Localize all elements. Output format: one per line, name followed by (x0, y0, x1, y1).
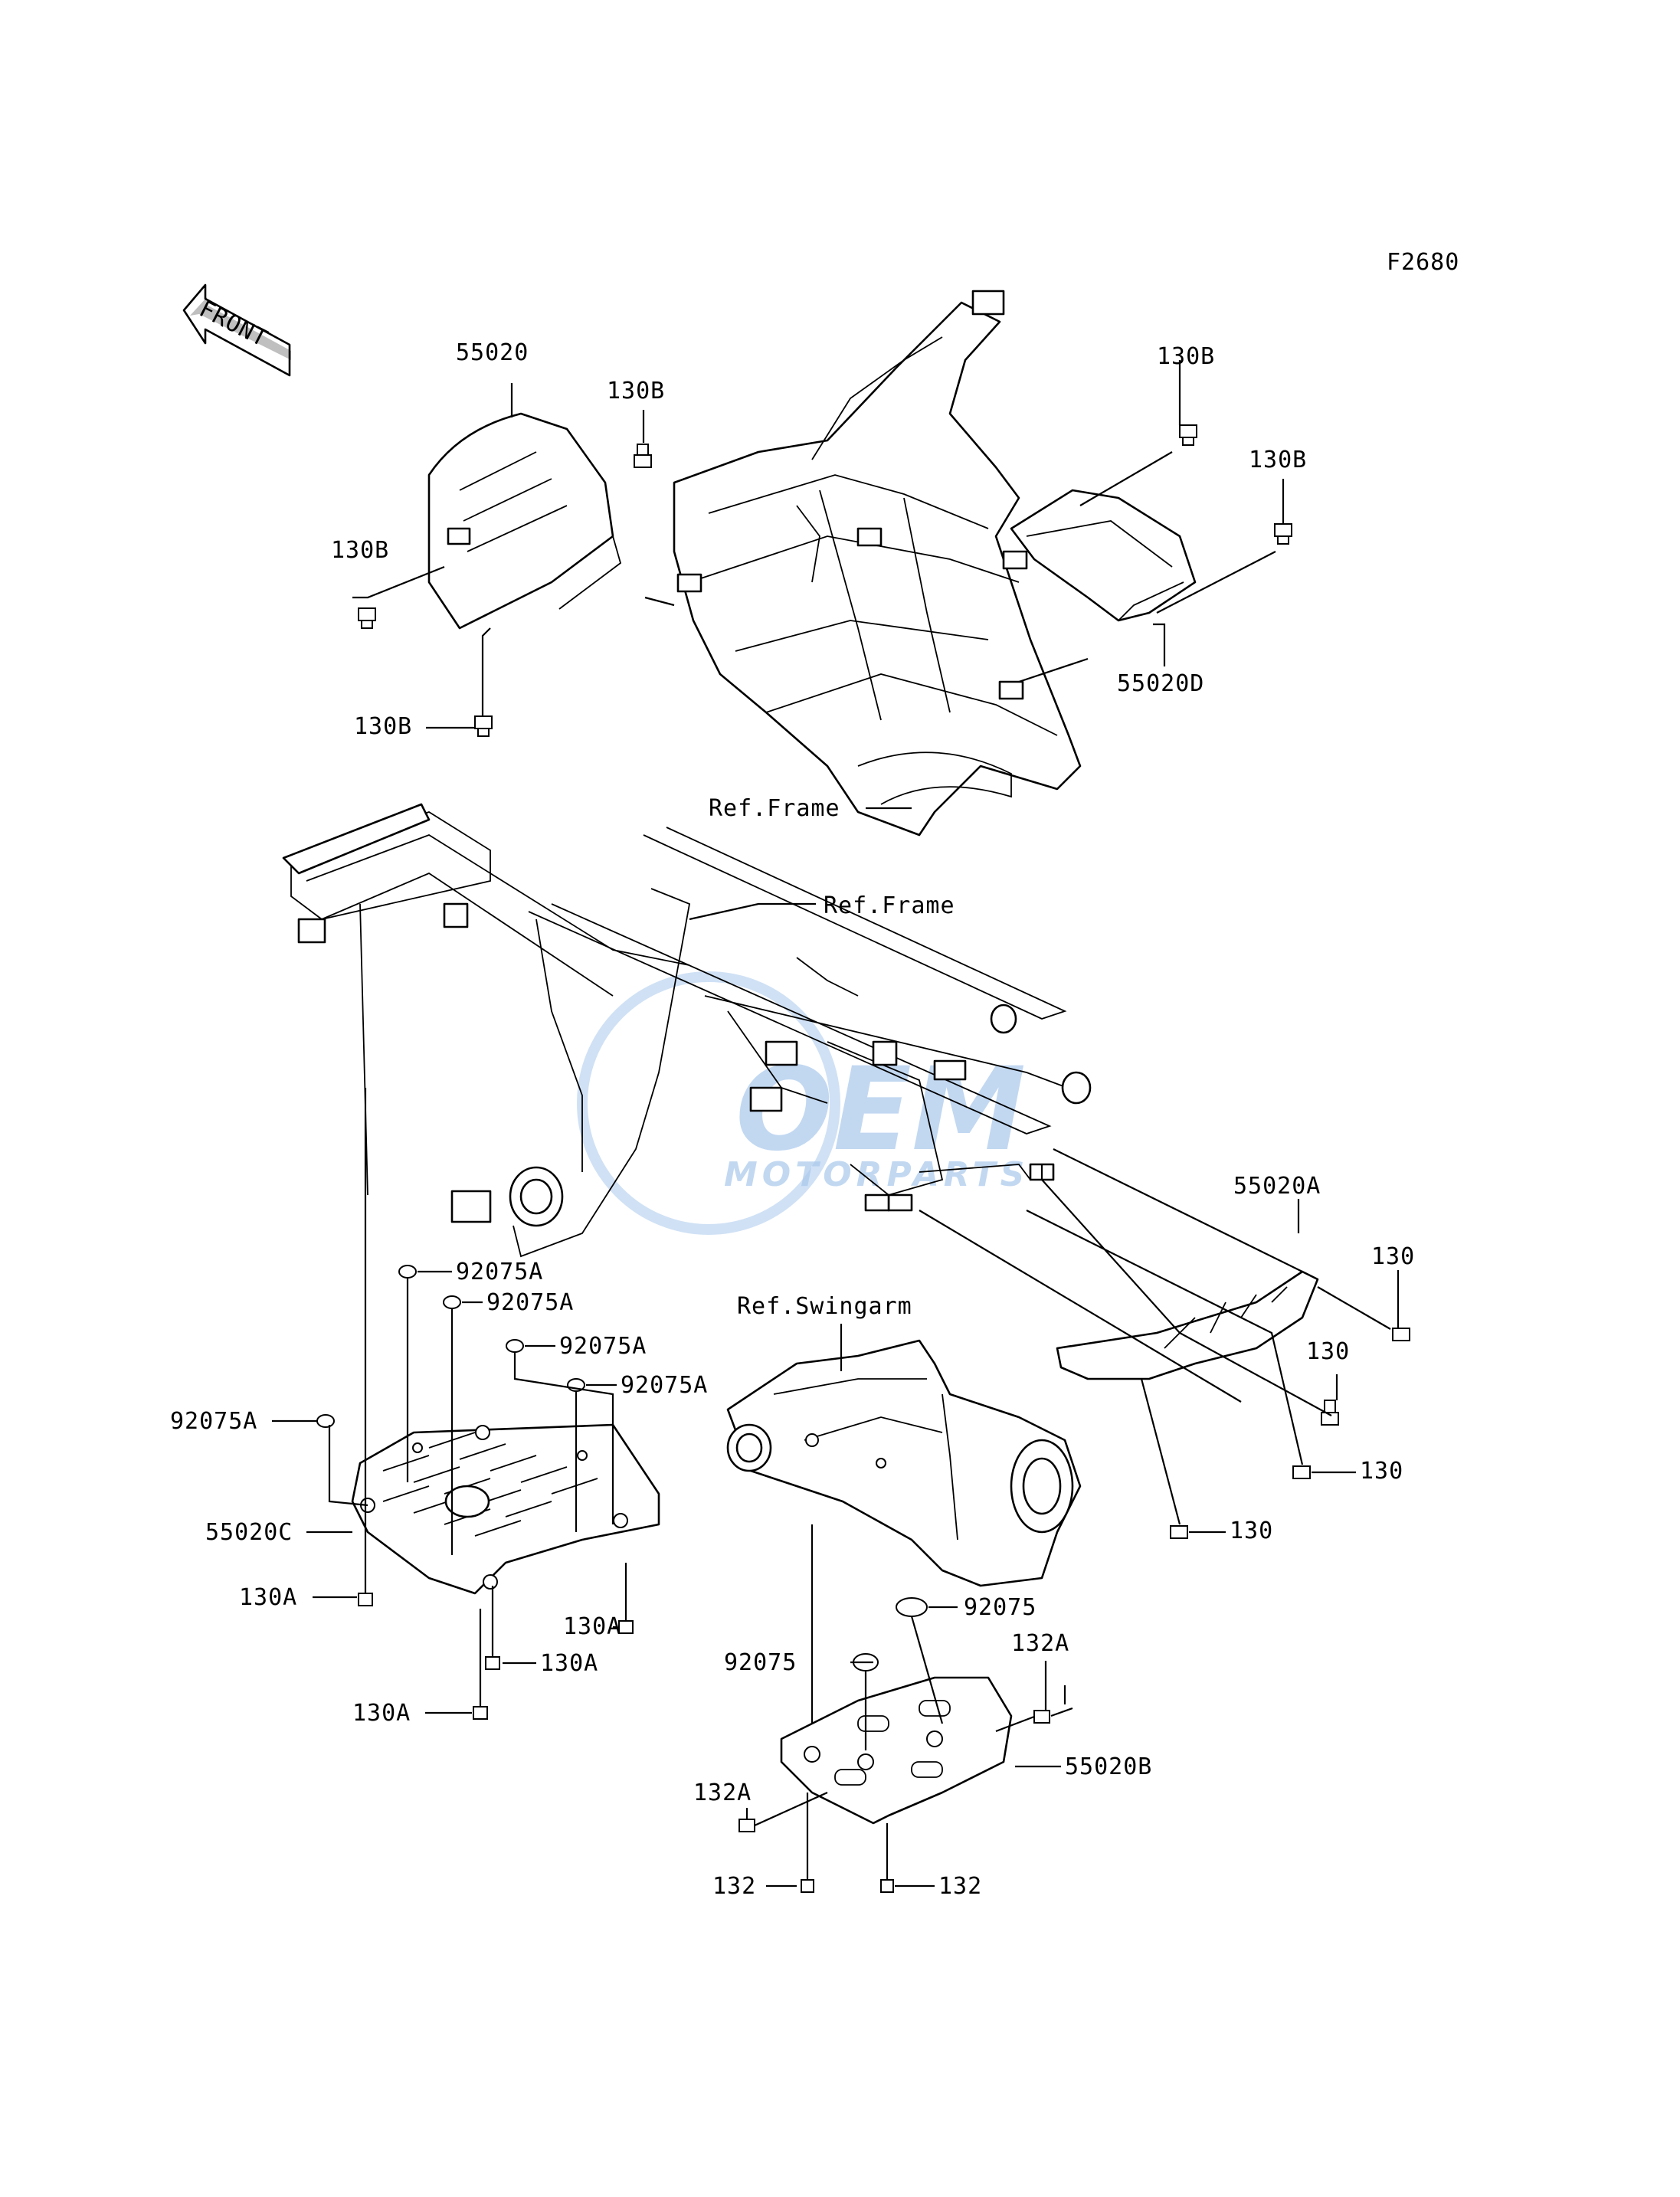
label-130: 130 (1230, 1518, 1273, 1544)
bolt-130B-5 (474, 715, 493, 737)
label-92075A: 92075A (559, 1333, 647, 1360)
bolt-130-3 (1292, 1465, 1311, 1479)
label-130A: 130A (239, 1584, 297, 1611)
cap-92075A-1 (398, 1265, 417, 1279)
bolt-130B-1 (634, 444, 652, 468)
label-132: 132 (938, 1873, 982, 1900)
front-arrow-icon: FRONT (182, 283, 291, 377)
label-130: 130 (1360, 1458, 1403, 1485)
label-92075A: 92075A (621, 1372, 708, 1399)
cap-92075A-2 (443, 1295, 461, 1309)
bolt-130A-3 (485, 1656, 500, 1670)
bolt-132A-2 (738, 1819, 755, 1832)
bolt-130B-4 (358, 607, 376, 629)
bolt-130B-2 (1179, 424, 1197, 446)
part-55020B-guard (780, 1676, 1013, 1825)
label-55020C: 55020C (205, 1519, 293, 1546)
part-55020C-skid-plate (351, 1423, 660, 1595)
bolt-130B-3 (1274, 523, 1292, 545)
label-132: 132 (712, 1873, 756, 1900)
front-frame-drawing (673, 290, 1082, 837)
part-55020-guard (427, 412, 622, 630)
label-55020: 55020 (456, 339, 529, 366)
bolt-132-2 (880, 1879, 894, 1893)
label-92075: 92075 (964, 1594, 1036, 1621)
label-55020B: 55020B (1065, 1753, 1152, 1780)
bolt-130-4 (1170, 1525, 1188, 1539)
label-130: 130 (1371, 1243, 1415, 1270)
bolt-130A-1 (358, 1593, 373, 1606)
watermark-subtext: MOTORPARTS (724, 1155, 1029, 1194)
figure-code: F2680 (1387, 249, 1459, 276)
bolt-132-1 (801, 1879, 814, 1893)
label-130B: 130B (1249, 447, 1307, 473)
cap-92075A-5 (316, 1414, 335, 1428)
label-130: 130 (1306, 1338, 1350, 1365)
label-55020D: 55020D (1117, 670, 1204, 697)
label-92075A: 92075A (486, 1289, 574, 1316)
part-55020D-guard (1010, 489, 1197, 622)
label-130A: 130A (352, 1700, 411, 1727)
label-130A: 130A (563, 1613, 621, 1640)
bolt-130-2 (1321, 1400, 1339, 1426)
label-130B: 130B (331, 537, 389, 564)
label-92075A: 92075A (456, 1259, 543, 1285)
swingarm-drawing (726, 1339, 1082, 1587)
label-130A: 130A (540, 1650, 598, 1677)
label-132A: 132A (693, 1780, 752, 1806)
label-ref-frame: Ref.Frame (824, 892, 955, 919)
bolt-130-1 (1392, 1328, 1410, 1341)
rear-frame-drawing (282, 803, 1092, 1258)
label-ref-frame: Ref.Frame (709, 795, 840, 822)
bolt-130A-4 (473, 1706, 488, 1720)
label-132A: 132A (1011, 1630, 1069, 1657)
bolt-132A-1 (1033, 1710, 1050, 1724)
label-ref-swingarm: Ref.Swingarm (737, 1293, 912, 1320)
label-92075: 92075 (724, 1649, 797, 1676)
label-130B: 130B (354, 713, 412, 740)
cap-92075A-3 (506, 1339, 524, 1353)
label-55020A: 55020A (1233, 1173, 1321, 1200)
label-130B: 130B (607, 378, 665, 404)
label-92075A: 92075A (170, 1408, 257, 1435)
cap-92075-1 (896, 1597, 928, 1617)
label-130B: 130B (1157, 343, 1215, 370)
